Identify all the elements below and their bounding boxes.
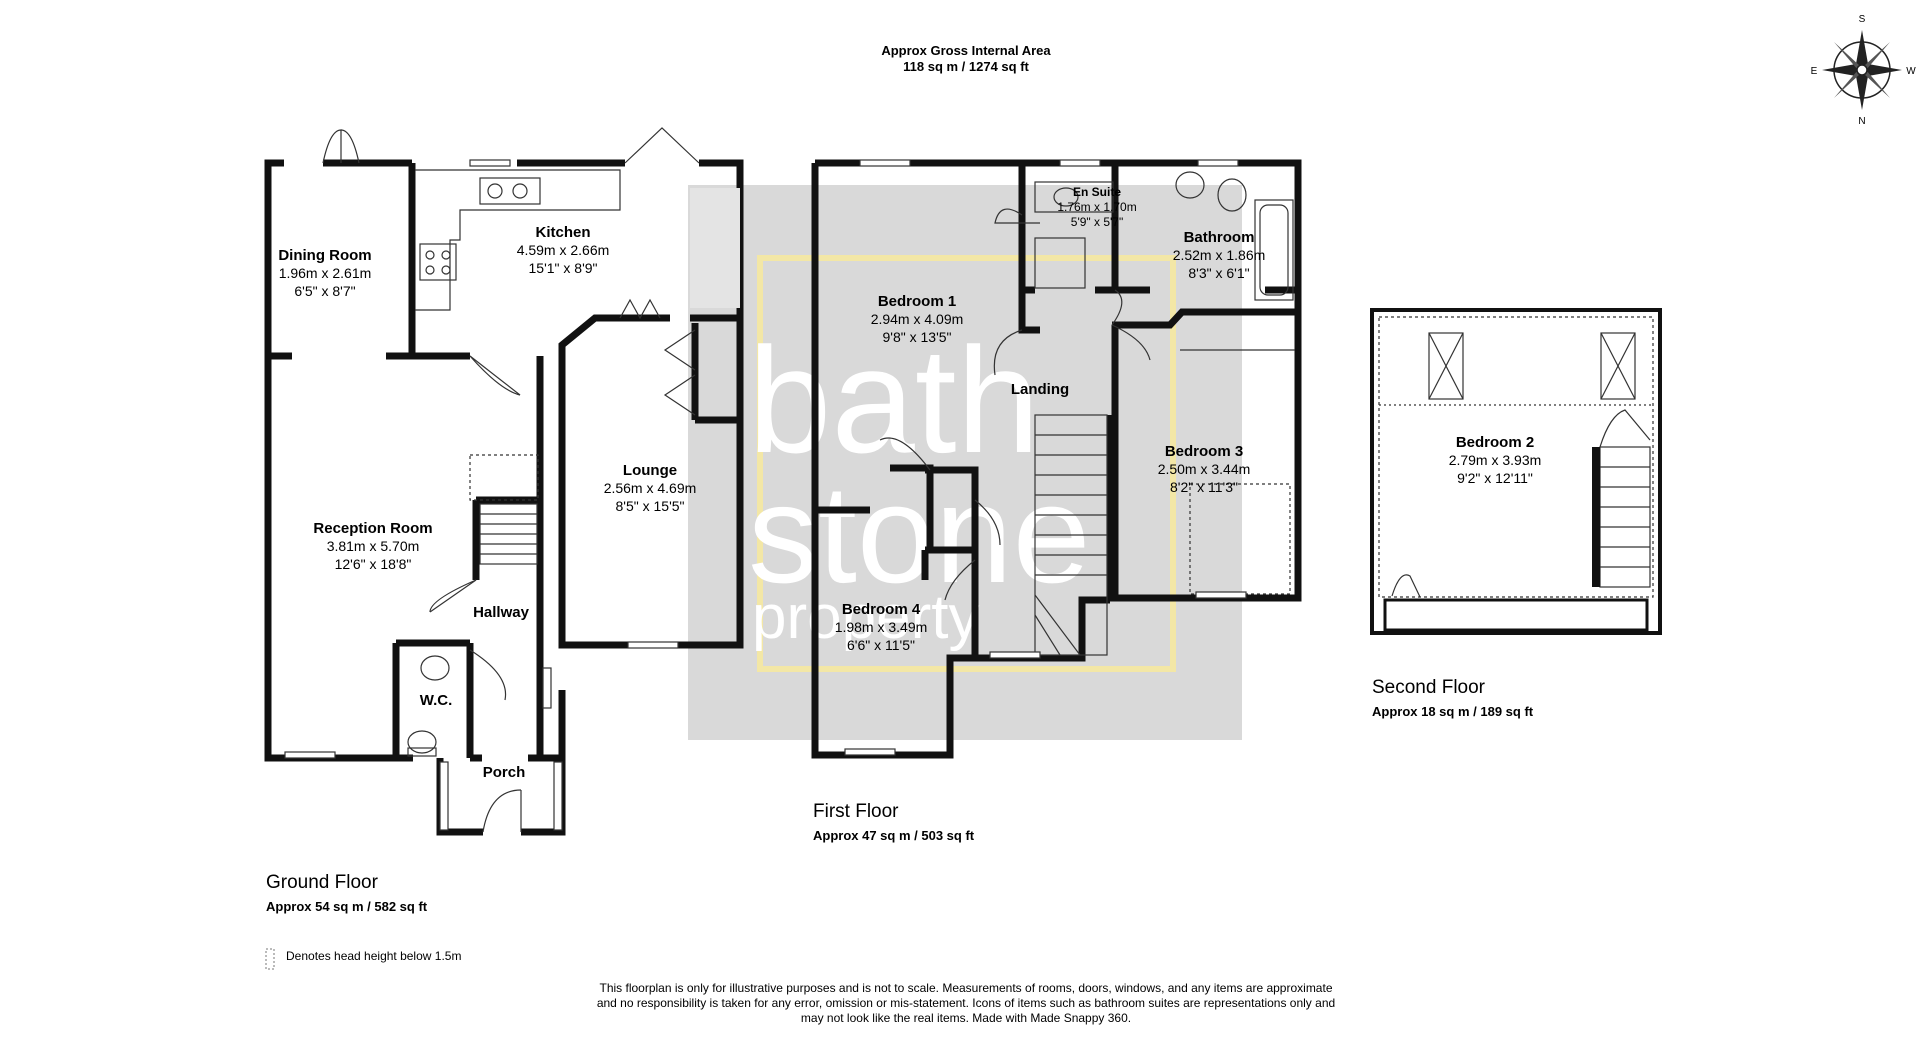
ensuite-metric: 1.76m x 1.70m bbox=[1057, 200, 1136, 214]
lounge-name: Lounge bbox=[623, 462, 677, 479]
first-floor-title: First Floor bbox=[813, 801, 899, 822]
ground-floor-title: Ground Floor bbox=[266, 872, 379, 893]
bedroom4-name: Bedroom 4 bbox=[842, 601, 921, 618]
bedroom4-metric: 1.98m x 3.49m bbox=[835, 619, 928, 635]
disclaimer-line1: This floorplan is only for illustrative … bbox=[599, 981, 1332, 995]
bathroom-imperial: 8'3" x 6'1" bbox=[1188, 265, 1249, 281]
bedroom1-name: Bedroom 1 bbox=[878, 293, 956, 310]
watermark-line1: bath bbox=[748, 316, 1040, 484]
compass-north-label: N bbox=[1858, 116, 1865, 127]
disclaimer-line3: may not look like the real items. Made w… bbox=[801, 1011, 1131, 1025]
porch-name: Porch bbox=[483, 764, 526, 781]
lounge-imperial: 8'5" x 15'5" bbox=[616, 498, 685, 514]
dining-room-name: Dining Room bbox=[278, 247, 371, 264]
bedroom2-imperial: 9'2" x 12'11" bbox=[1457, 470, 1533, 486]
first-floor-plan bbox=[811, 159, 1302, 759]
second-floor-title: Second Floor bbox=[1372, 677, 1486, 698]
ground-floor-details bbox=[284, 127, 700, 833]
bedroom3-metric: 2.50m x 3.44m bbox=[1158, 461, 1251, 477]
bedroom3-name: Bedroom 3 bbox=[1165, 443, 1243, 460]
bedroom2-metric: 2.79m x 3.93m bbox=[1449, 452, 1542, 468]
reception-room-name: Reception Room bbox=[313, 520, 432, 537]
disclaimer-line2: and no responsibility is taken for any e… bbox=[597, 996, 1335, 1010]
ensuite-imperial: 5'9" x 5'7" bbox=[1071, 215, 1123, 229]
gross-area-value: 118 sq m / 1274 sq ft bbox=[903, 59, 1029, 74]
reception-room-imperial: 12'6" x 18'8" bbox=[335, 556, 412, 572]
bathroom-metric: 2.52m x 1.86m bbox=[1173, 247, 1266, 263]
kitchen-strip bbox=[690, 188, 740, 308]
reception-room-metric: 3.81m x 5.70m bbox=[327, 538, 420, 554]
compass-west-label: W bbox=[1906, 66, 1916, 77]
gross-area-title: Approx Gross Internal Area bbox=[881, 43, 1051, 58]
bedroom1-metric: 2.94m x 4.09m bbox=[871, 311, 964, 327]
wc-name: W.C. bbox=[420, 692, 453, 709]
first-floor-area: Approx 47 sq m / 503 sq ft bbox=[813, 828, 975, 843]
first-floor-details bbox=[844, 159, 1295, 756]
dining-room-metric: 1.96m x 2.61m bbox=[279, 265, 372, 281]
landing-name: Landing bbox=[1011, 381, 1069, 398]
second-floor-eaves bbox=[1383, 598, 1649, 632]
second-floor-plan bbox=[1370, 308, 1662, 635]
bedroom2-name: Bedroom 2 bbox=[1456, 434, 1534, 451]
head-height-legend-text: Denotes head height below 1.5m bbox=[286, 949, 461, 963]
bedroom4-imperial: 6'6" x 11'5" bbox=[847, 637, 915, 653]
dining-room-imperial: 6'5" x 8'7" bbox=[294, 283, 355, 299]
second-floor-stair-wall bbox=[1592, 447, 1600, 587]
watermark-line3: property bbox=[752, 583, 979, 652]
kitchen-name: Kitchen bbox=[535, 224, 590, 241]
ground-floor-area: Approx 54 sq m / 582 sq ft bbox=[266, 899, 428, 914]
compass-rose-icon bbox=[1822, 30, 1902, 110]
watermark: bath stone property bbox=[688, 185, 1242, 740]
second-floor-area: Approx 18 sq m / 189 sq ft bbox=[1372, 704, 1534, 719]
compass-east-label: E bbox=[1811, 66, 1818, 77]
kitchen-metric: 4.59m x 2.66m bbox=[517, 242, 610, 258]
lounge-metric: 2.56m x 4.69m bbox=[604, 480, 697, 496]
bedroom3-imperial: 8'2" x 11'3" bbox=[1170, 479, 1238, 495]
compass-south-label: S bbox=[1859, 14, 1866, 25]
head-height-legend-swatch bbox=[265, 948, 275, 970]
bedroom1-imperial: 9'8" x 13'5" bbox=[883, 329, 952, 345]
hallway-name: Hallway bbox=[473, 604, 530, 621]
bathroom-name: Bathroom bbox=[1184, 229, 1255, 246]
kitchen-imperial: 15'1" x 8'9" bbox=[529, 260, 598, 276]
ensuite-name: En Suite bbox=[1073, 185, 1121, 199]
watermark-line2: stone bbox=[748, 455, 1090, 612]
